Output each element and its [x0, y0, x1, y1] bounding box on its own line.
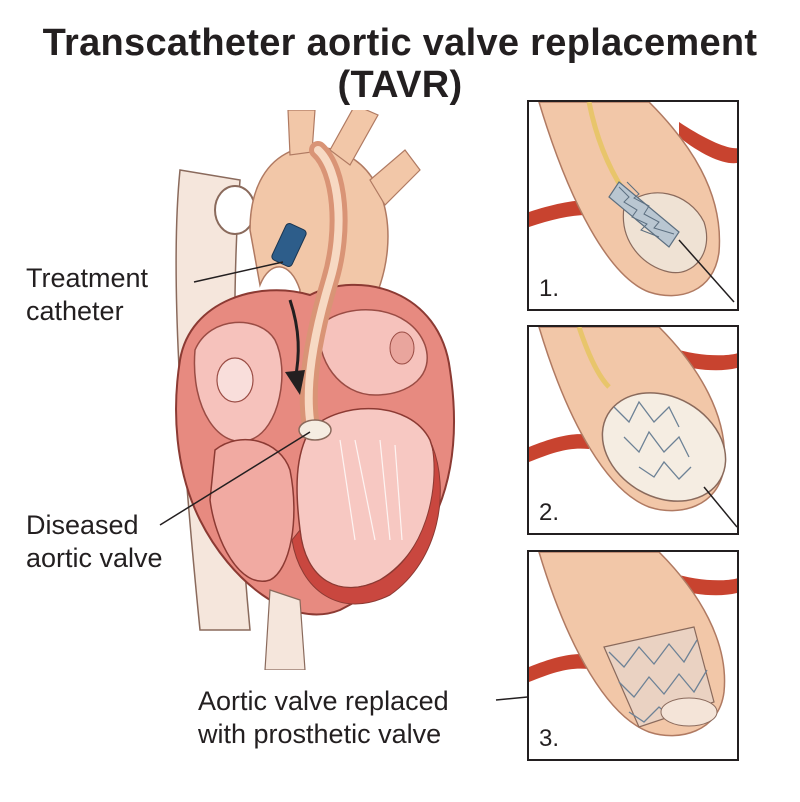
label-line: Treatment	[26, 263, 149, 293]
guidewire	[703, 486, 737, 528]
atrium-opening	[216, 357, 254, 403]
diagram-title-line-2: (TAVR)	[337, 64, 463, 106]
artery	[679, 122, 737, 164]
step-3-illustration	[529, 552, 737, 737]
stent-mesh	[618, 181, 675, 238]
label-line: catheter	[26, 296, 124, 326]
step-number: 3.	[539, 725, 560, 752]
vena-cava-opening	[214, 185, 256, 235]
step-number: 2.	[539, 499, 560, 526]
label-line: Diseased	[26, 510, 139, 540]
label-line: with prosthetic valve	[198, 719, 442, 749]
step-panel-3: 3.	[527, 550, 739, 761]
label-treatment-catheter: Treatment catheter	[26, 262, 148, 328]
pulmonary-vein-opening	[389, 331, 415, 365]
step-panel-2: 2.	[527, 325, 739, 535]
heart-illustration	[175, 110, 456, 670]
descending-vessel	[264, 589, 306, 670]
label-line: Aortic valve replaced	[198, 686, 449, 716]
artery	[529, 434, 589, 462]
label-aortic-valve-replaced: Aortic valve replaced with prosthetic va…	[198, 685, 449, 751]
step-2-illustration	[529, 327, 737, 528]
label-diseased-aortic-valve: Diseased aortic valve	[26, 509, 163, 575]
artery	[529, 654, 589, 682]
step-number: 1.	[539, 275, 560, 302]
diagram-title-line-1: Transcatheter aortic valve replacement	[42, 22, 758, 64]
valve-opening	[660, 697, 718, 727]
step-1-illustration	[529, 102, 737, 303]
step-panel-1: 1.	[527, 100, 739, 311]
chordae	[339, 439, 403, 541]
left-atrium	[318, 308, 428, 396]
label-line: aortic valve	[26, 543, 163, 573]
direction-arrowhead	[285, 370, 305, 395]
catheter-core	[304, 146, 343, 424]
diseased-valve	[298, 419, 332, 441]
balloon	[601, 392, 727, 502]
aortic-branch-2	[329, 110, 379, 166]
catheter	[576, 327, 611, 389]
ventricle-wall	[291, 444, 441, 605]
guidewire	[678, 239, 735, 303]
aortic-branch-3	[369, 149, 421, 206]
expanded-stent	[613, 400, 692, 480]
aortic-branch-1	[287, 110, 316, 156]
